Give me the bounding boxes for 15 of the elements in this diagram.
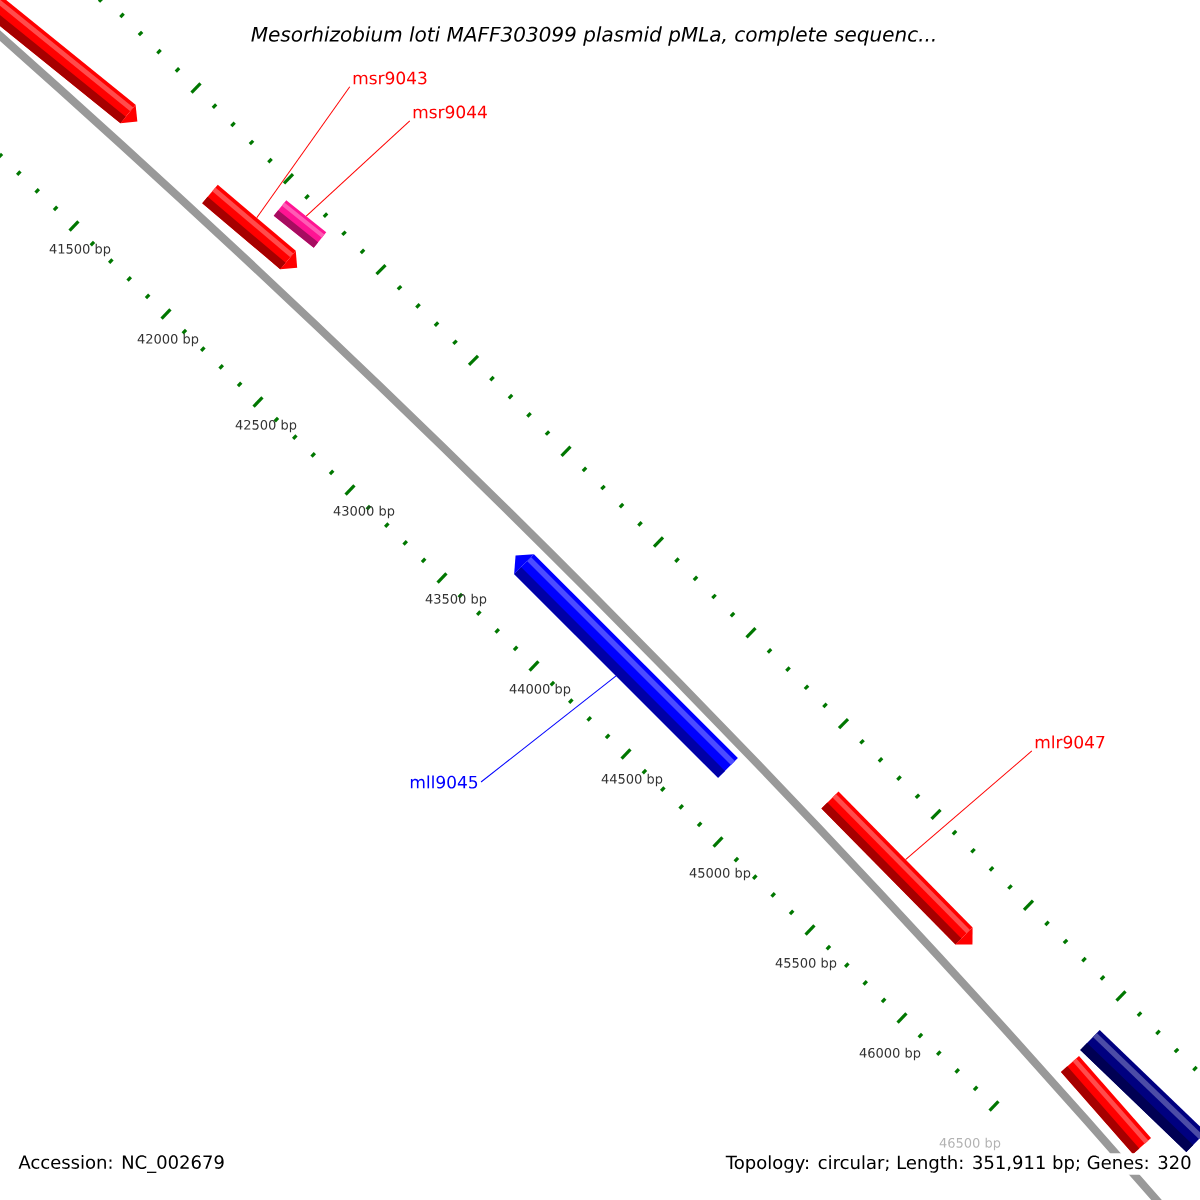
accession-text: Accession: NC_002679: [18, 1155, 224, 1173]
gene-label: mlr9047: [1035, 735, 1105, 749]
leader-line: [480, 675, 617, 783]
gene-arrow: [821, 791, 973, 945]
genome-info-text: Topology: circular; Length: 351,911 bp; Genes: 320: [723, 1153, 1194, 1175]
leader-line: [905, 750, 1033, 861]
gene-label: mll9045: [410, 775, 478, 789]
gene-label: msr9043: [353, 71, 427, 85]
leader-line: [305, 120, 411, 217]
leader-line: [256, 86, 351, 219]
gene-arrow: [273, 200, 327, 248]
gene-arrow: [0, 0, 138, 124]
title: Mesorhizobium loti MAFF303099 plasmid pMLa, complete sequenc...: [248, 24, 940, 48]
gene-label: msr9044: [413, 105, 487, 119]
gene-arrow: [1061, 1056, 1152, 1154]
